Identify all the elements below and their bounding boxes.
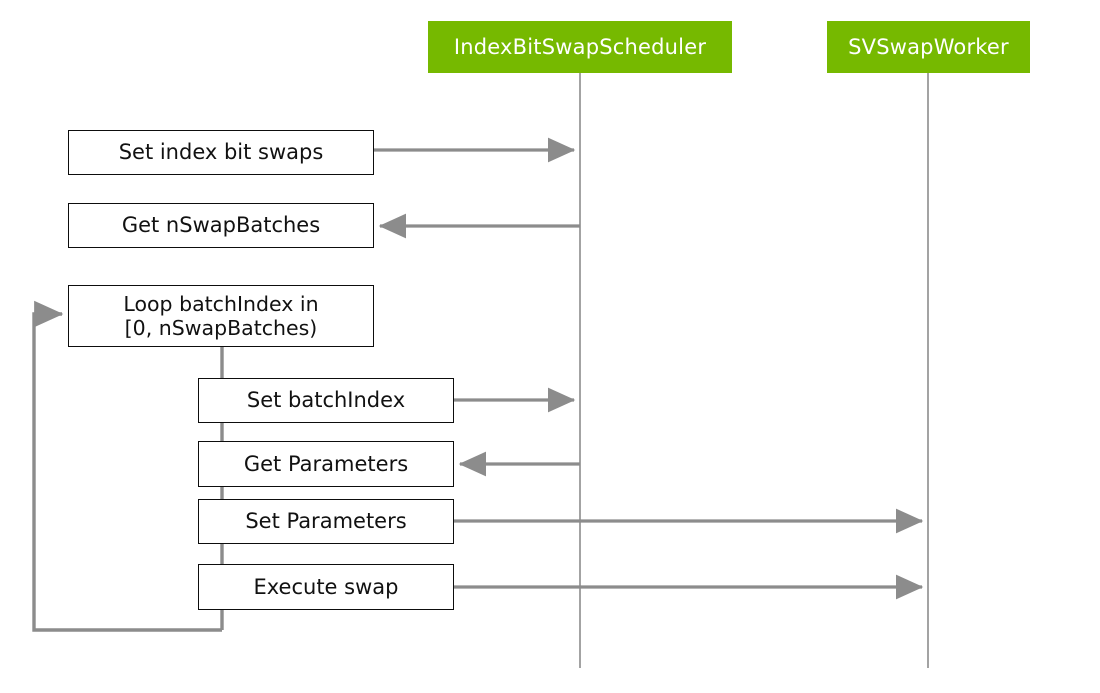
message-box-set-parameters[interactable]: Set Parameters bbox=[198, 499, 454, 544]
message-box-get-nswapbatches[interactable]: Get nSwapBatches bbox=[68, 203, 374, 248]
message-label-execute-swap: Execute swap bbox=[253, 574, 399, 599]
loop-box-batchindex[interactable]: Loop batchIndex in [0, nSwapBatches) bbox=[68, 285, 374, 347]
message-label-set-index-bit-swaps: Set index bit swaps bbox=[118, 140, 324, 165]
message-box-execute-swap[interactable]: Execute swap bbox=[198, 564, 454, 610]
message-label-get-nswapbatches: Get nSwapBatches bbox=[121, 213, 321, 238]
message-box-set-index-bit-swaps[interactable]: Set index bit swaps bbox=[68, 130, 374, 175]
loop-return-path bbox=[32, 300, 222, 632]
loop-label: Loop batchIndex in [0, nSwapBatches) bbox=[123, 291, 319, 340]
message-label-get-parameters: Get Parameters bbox=[243, 451, 409, 476]
message-box-set-batchindex[interactable]: Set batchIndex bbox=[198, 378, 454, 423]
lifeline-header-scheduler[interactable]: IndexBitSwapScheduler bbox=[428, 21, 732, 73]
message-label-set-parameters: Set Parameters bbox=[245, 509, 407, 534]
lifeline-header-worker[interactable]: SVSwapWorker bbox=[827, 21, 1030, 73]
message-box-get-parameters[interactable]: Get Parameters bbox=[198, 441, 454, 487]
message-label-set-batchindex: Set batchIndex bbox=[246, 388, 406, 413]
lifeline-header-worker-label: SVSwapWorker bbox=[848, 35, 1009, 59]
lifeline-header-scheduler-label: IndexBitSwapScheduler bbox=[453, 35, 707, 59]
